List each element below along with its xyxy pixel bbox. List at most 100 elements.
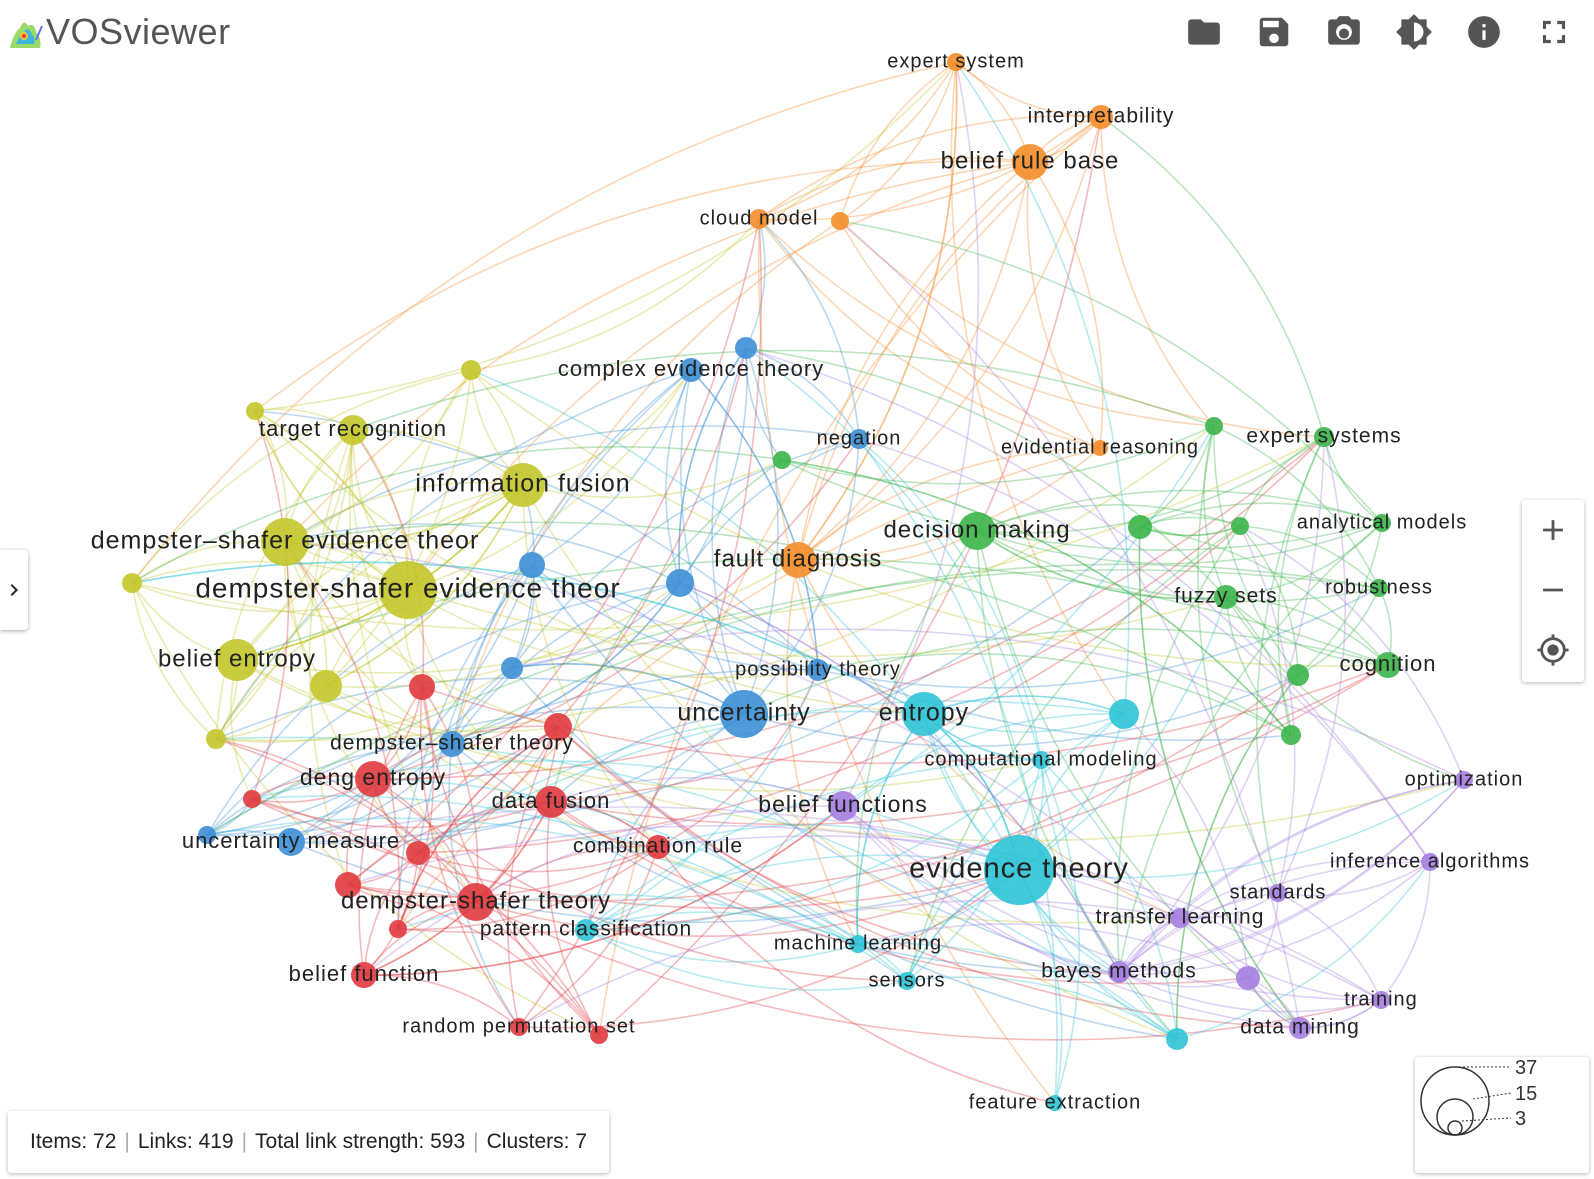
network-node[interactable] [1281, 725, 1301, 745]
network-node[interactable] [984, 835, 1054, 905]
node-label[interactable]: entropy [879, 699, 969, 727]
network-node[interactable] [947, 53, 965, 71]
network-node[interactable] [1236, 966, 1260, 990]
network-node[interactable] [379, 561, 437, 619]
node-label[interactable]: computational modeling [924, 748, 1157, 770]
fullscreen-button[interactable] [1534, 12, 1574, 52]
node-label[interactable]: data fusion [492, 788, 611, 813]
network-node[interactable] [807, 659, 829, 681]
network-node[interactable] [773, 451, 791, 469]
node-label[interactable]: optimization [1405, 768, 1524, 790]
network-node[interactable] [902, 692, 946, 736]
network-node[interactable] [457, 883, 495, 921]
network-node[interactable] [277, 828, 305, 856]
node-label[interactable]: belief entropy [158, 645, 316, 672]
node-label[interactable]: feature extraction [969, 1091, 1142, 1113]
network-node[interactable] [355, 761, 391, 797]
network-node[interactable] [1112, 967, 1128, 983]
open-button[interactable] [1184, 12, 1224, 52]
zoom-out-button[interactable] [1522, 560, 1584, 620]
node-label[interactable]: uncertainty measure [182, 828, 400, 853]
node-label[interactable]: training [1344, 988, 1418, 1010]
network-node[interactable] [243, 790, 261, 808]
network-node[interactable] [535, 786, 567, 818]
network-node[interactable] [1128, 515, 1152, 539]
node-label[interactable]: information fusion [415, 470, 630, 498]
network-node[interactable] [1269, 884, 1287, 902]
node-label[interactable]: negation [817, 427, 902, 449]
network-node[interactable] [1214, 585, 1238, 609]
network-node[interactable] [1314, 427, 1334, 447]
network-node[interactable] [849, 429, 869, 449]
network-node[interactable] [1109, 699, 1139, 729]
network-node[interactable] [501, 463, 545, 507]
node-label[interactable]: expert system [887, 50, 1024, 72]
node-label[interactable]: decision making [883, 516, 1070, 543]
network-node[interactable] [1455, 771, 1473, 789]
node-label[interactable]: inference algorithms [1330, 850, 1530, 872]
node-label[interactable]: robustness [1325, 576, 1433, 598]
network-node[interactable] [1372, 991, 1390, 1009]
node-label[interactable]: possibility theory [735, 658, 901, 680]
network-node[interactable] [1047, 1095, 1063, 1111]
network-node[interactable] [679, 358, 703, 382]
network-node[interactable] [510, 1018, 528, 1036]
network-node[interactable] [1370, 579, 1388, 597]
node-label[interactable]: expert systems [1246, 425, 1401, 448]
network-node[interactable] [828, 791, 858, 821]
network-node[interactable] [575, 919, 597, 941]
network-node[interactable] [501, 657, 523, 679]
reset-zoom-button[interactable] [1522, 620, 1584, 680]
network-node[interactable] [310, 670, 342, 702]
network-node[interactable] [216, 639, 258, 681]
node-label[interactable]: dempster-shafer theory [341, 887, 611, 914]
node-label[interactable]: dempster–shafer theory [330, 732, 574, 755]
node-label[interactable]: target recognition [259, 416, 447, 441]
node-label[interactable]: machine learning [774, 932, 942, 954]
network-node[interactable] [749, 209, 769, 229]
network-node[interactable] [958, 512, 996, 550]
network-node[interactable] [1012, 144, 1048, 180]
network-node[interactable] [338, 415, 368, 445]
theme-button[interactable] [1394, 12, 1434, 52]
network-node[interactable] [1421, 853, 1439, 871]
network-node[interactable] [735, 337, 757, 359]
node-label[interactable]: belief function [289, 961, 440, 986]
node-label[interactable]: sensors [868, 969, 945, 991]
info-button[interactable] [1464, 12, 1504, 52]
network-node[interactable] [1289, 1017, 1311, 1039]
network-node[interactable] [1092, 440, 1108, 456]
node-label[interactable]: standards [1230, 881, 1327, 903]
network-node[interactable] [406, 841, 430, 865]
network-node[interactable] [1166, 1028, 1188, 1050]
network-node[interactable] [898, 972, 916, 990]
network-node[interactable] [1375, 652, 1401, 678]
sidebar-toggle[interactable] [0, 550, 28, 630]
node-label[interactable]: dempster–shafer evidence theor [91, 527, 480, 555]
node-label[interactable]: uncertainty [677, 699, 810, 727]
save-button[interactable] [1254, 12, 1294, 52]
node-label[interactable]: fuzzy sets [1174, 585, 1277, 608]
node-label[interactable]: belief functions [758, 791, 927, 817]
node-label[interactable]: pattern classification [480, 918, 692, 941]
network-node[interactable] [1205, 417, 1223, 435]
node-label[interactable]: evidential reasoning [1001, 436, 1199, 458]
node-label[interactable]: combination rule [573, 835, 743, 858]
node-label[interactable]: complex evidence theory [558, 356, 824, 381]
network-node[interactable] [666, 569, 694, 597]
network-node[interactable] [351, 962, 377, 988]
network-node[interactable] [439, 731, 465, 757]
node-label[interactable]: random permutation set [402, 1015, 635, 1037]
network-node[interactable] [1373, 514, 1391, 532]
network-node[interactable] [206, 729, 226, 749]
node-label[interactable]: cloud model [700, 207, 819, 229]
network-node[interactable] [1089, 105, 1113, 129]
network-node[interactable] [1032, 751, 1050, 769]
network-node[interactable] [1287, 664, 1309, 686]
node-label[interactable]: bayes methods [1041, 960, 1196, 983]
network-node[interactable] [246, 402, 264, 420]
network-node[interactable] [1170, 908, 1190, 928]
zoom-in-button[interactable] [1522, 500, 1584, 560]
network-node[interactable] [1231, 517, 1249, 535]
